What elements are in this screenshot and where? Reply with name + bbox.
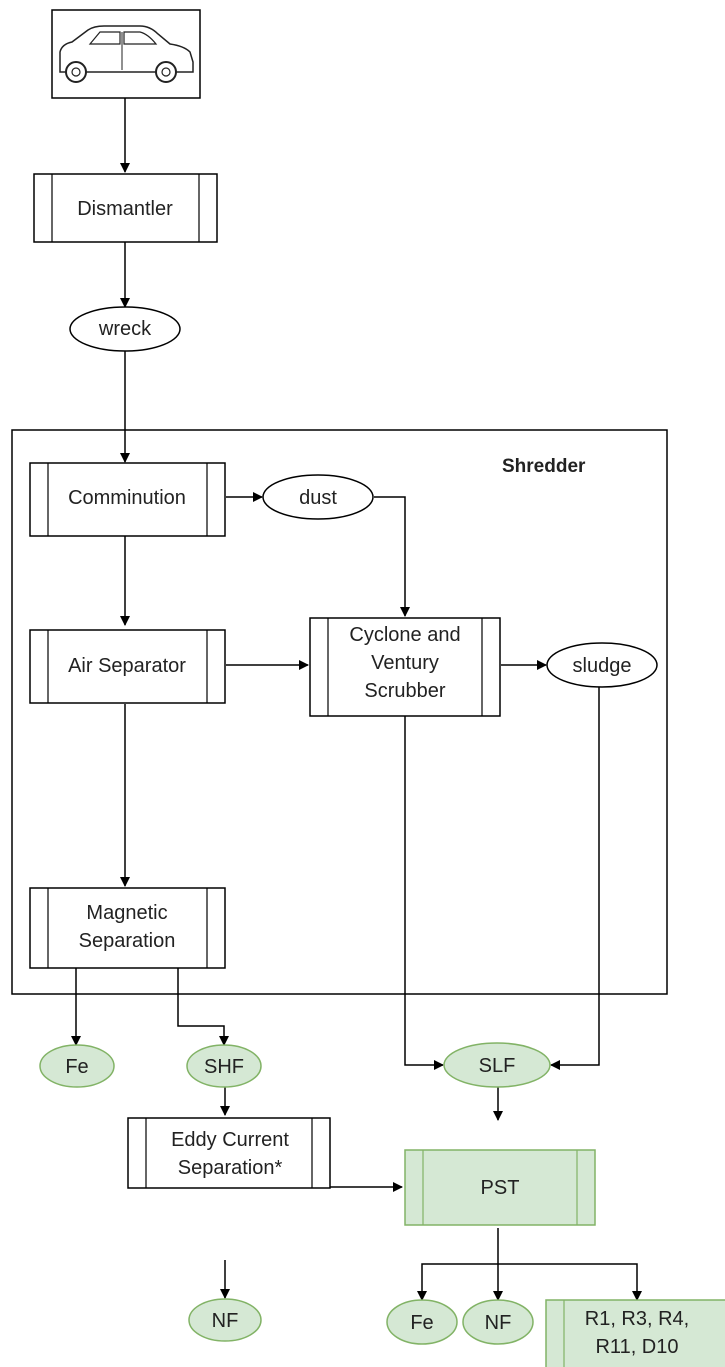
shf-label: SHF — [204, 1056, 244, 1078]
cyclone-scrubber-node: Cyclone and Ventury Scrubber — [309, 617, 501, 717]
edge-dust-cyclone — [374, 496, 410, 617]
wreck-label: wreck — [98, 318, 152, 340]
wreck-node: wreck — [69, 306, 181, 352]
nf-output-label: NF — [212, 1310, 239, 1332]
eddy-label-2: Separation* — [178, 1157, 283, 1179]
nf-output-node: NF — [188, 1298, 262, 1342]
fe-bottom-node: Fe — [386, 1299, 458, 1345]
comminution-node: Comminution — [29, 462, 226, 537]
shf-node: SHF — [186, 1044, 262, 1088]
fe-bottom-label: Fe — [410, 1312, 433, 1334]
codes-label-2: R11, D10 — [595, 1336, 678, 1358]
shredder-label: Shredder — [502, 456, 586, 477]
dust-label: dust — [299, 487, 337, 509]
eddy-label-1: Eddy Current — [171, 1129, 289, 1151]
air-separator-node: Air Separator — [29, 629, 226, 704]
edges — [71, 98, 642, 1301]
sludge-label: sludge — [573, 655, 632, 677]
pst-node: PST — [404, 1149, 596, 1226]
eddy-current-node: Eddy Current Separation* — [127, 1117, 331, 1189]
edge-pst-codes — [498, 1263, 642, 1301]
pst-label: PST — [481, 1177, 520, 1199]
nf-bottom-label: NF — [485, 1312, 512, 1334]
cyclone-label-2: Ventury — [371, 652, 439, 674]
cyclone-label-3: Scrubber — [364, 680, 445, 702]
sludge-node: sludge — [546, 642, 658, 688]
cyclone-label-1: Cyclone and — [349, 624, 460, 646]
edge-cyclone-slf — [404, 716, 444, 1070]
edge-magnetic-shf — [177, 968, 229, 1046]
air-separator-label: Air Separator — [68, 655, 186, 677]
slf-label: SLF — [479, 1055, 516, 1077]
fe-output-node: Fe — [39, 1044, 115, 1088]
magnetic-separation-node: Magnetic Separation — [29, 887, 226, 969]
dismantler-node: Dismantler — [33, 173, 218, 243]
slf-node: SLF — [443, 1042, 551, 1088]
dust-node: dust — [262, 474, 374, 520]
magnetic-label-1: Magnetic — [86, 902, 167, 924]
car-icon — [51, 9, 201, 99]
recovery-codes-node: R1, R3, R4, R11, D10 — [545, 1299, 725, 1367]
edge-sludge-slf — [550, 686, 600, 1070]
shredder-container — [11, 429, 668, 995]
comminution-label: Comminution — [68, 487, 186, 509]
edge-pst-fe — [417, 1263, 498, 1301]
magnetic-label-2: Separation — [79, 930, 176, 952]
fe-output-label: Fe — [65, 1056, 88, 1078]
nf-bottom-node: NF — [462, 1299, 534, 1345]
dismantler-label: Dismantler — [77, 198, 173, 220]
codes-label-1: R1, R3, R4, — [585, 1308, 689, 1330]
